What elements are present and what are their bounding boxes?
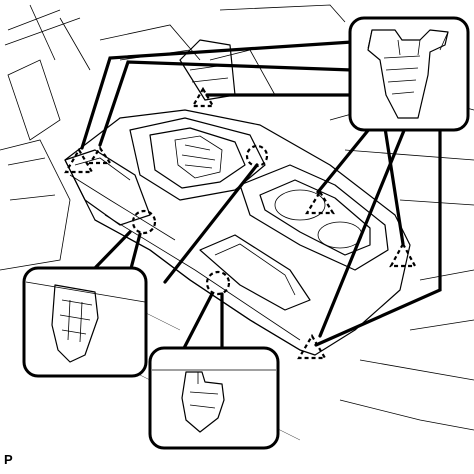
clip-detail-callout-left xyxy=(22,266,148,378)
callout-leaders xyxy=(80,40,442,354)
clip-marker-left xyxy=(131,209,157,235)
center-console xyxy=(64,109,411,356)
claw-detail-callout xyxy=(348,16,470,132)
claw-icon xyxy=(367,29,449,119)
figure-code-label: P xyxy=(4,452,13,467)
claw-marker-upper-left xyxy=(87,146,113,165)
claw-marker-right-upper xyxy=(305,189,335,215)
clip-detail-callout-bottom xyxy=(148,346,280,450)
clip-icon xyxy=(25,281,146,363)
claw-marker-right-mid xyxy=(389,241,417,268)
claw-marker-bottom-right xyxy=(297,333,327,360)
clip-marker-bottom xyxy=(205,270,231,296)
claw-marker-top xyxy=(191,86,215,108)
clip-icon-bottom xyxy=(152,369,276,433)
claw-marker-left xyxy=(64,147,94,174)
